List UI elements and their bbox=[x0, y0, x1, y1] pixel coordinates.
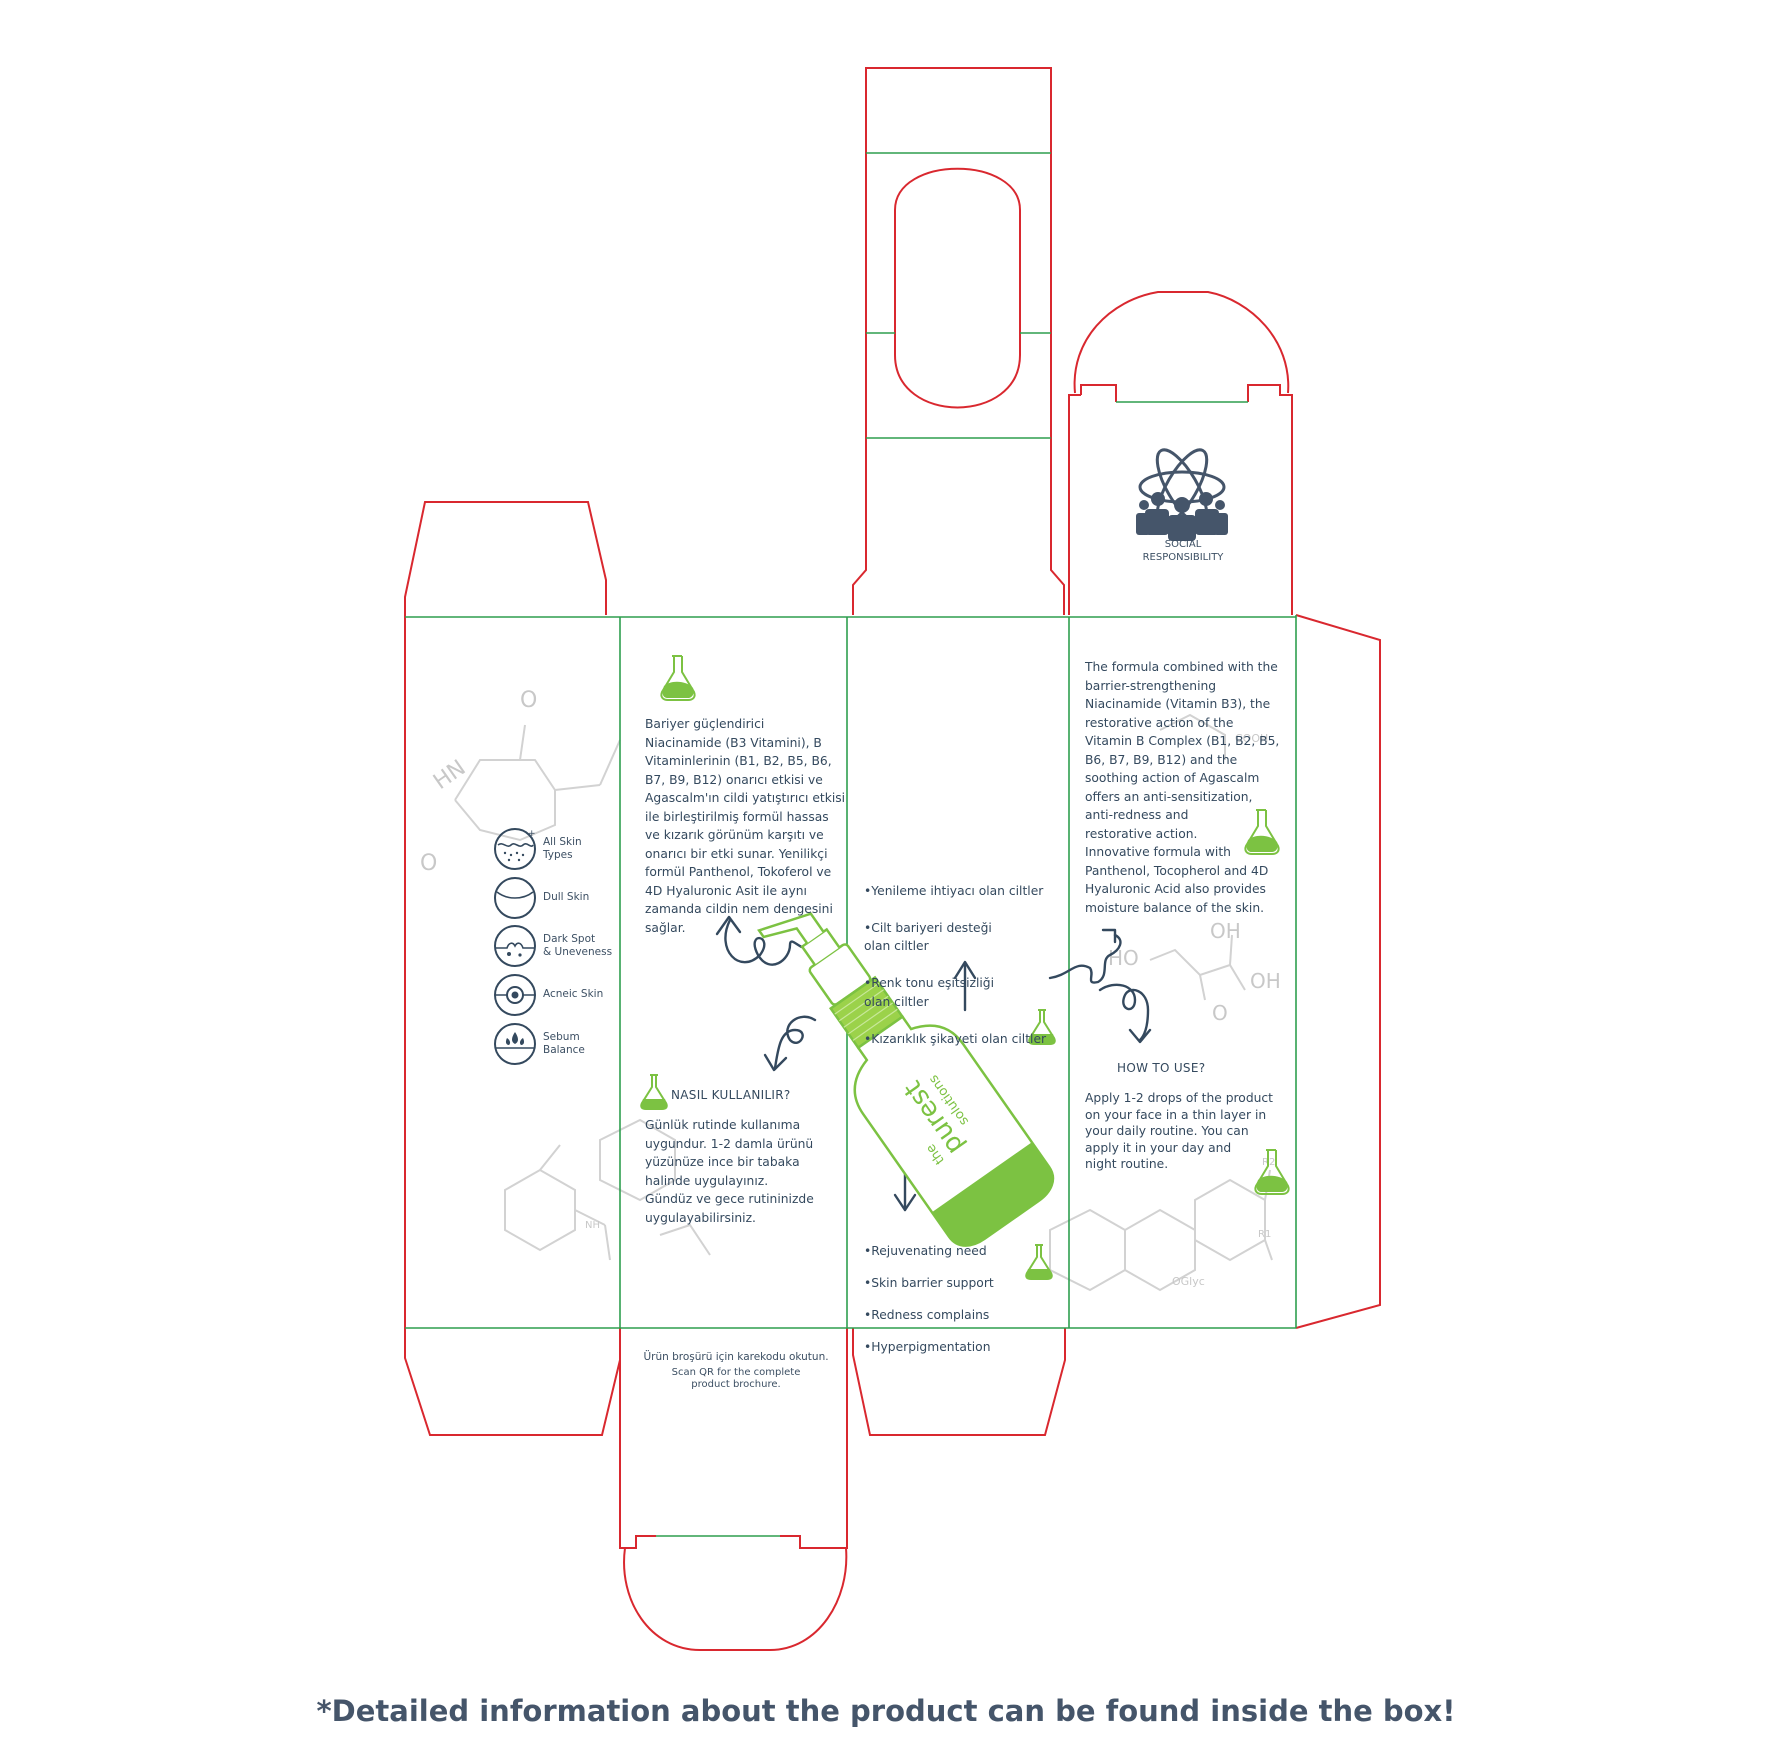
flask-icon bbox=[1254, 1149, 1290, 1195]
svg-text:HO: HO bbox=[1108, 946, 1139, 970]
curly-arrow-3 bbox=[1048, 933, 1122, 984]
serum-bottle-illustration: the purest solutions bbox=[757, 912, 1055, 1247]
doodle-arrows bbox=[715, 915, 1152, 1212]
acne-icon bbox=[494, 974, 536, 1016]
turkish-how-to-text: Günlük rutinde kullanıma uygundur. 1-2 d… bbox=[645, 1118, 814, 1225]
atom-people-icon bbox=[1136, 448, 1228, 541]
dull-skin-icon bbox=[494, 877, 536, 919]
curly-arrow-1 bbox=[724, 918, 810, 966]
social-responsibility-label: SOCIAL RESPONSIBILITY bbox=[1142, 539, 1224, 563]
list-item: •Yenileme ihtiyacı olan ciltler bbox=[864, 883, 1044, 898]
textured-skin-icon: + bbox=[494, 828, 536, 870]
qr-instruction-en: Scan QR for the complete product brochur… bbox=[671, 1367, 801, 1390]
english-how-to-title: HOW TO USE? bbox=[1117, 1061, 1206, 1075]
cut-lines bbox=[404, 67, 1381, 1651]
suitable-skin-list-en: •Rejuvenating need •Skin barrier support… bbox=[864, 1227, 1054, 1371]
skin-type-sebum: Sebum Balance bbox=[493, 1022, 623, 1066]
svg-text:OGlyc: OGlyc bbox=[1172, 1275, 1205, 1288]
svg-text:O: O bbox=[1212, 1001, 1228, 1025]
list-item: •Kızarıklık şikayeti olan ciltler bbox=[864, 1031, 1047, 1046]
list-item: •Hyperpigmentation bbox=[864, 1340, 991, 1354]
curly-arrow-4 bbox=[1098, 983, 1150, 1042]
skin-type-dark-spot: Dark Spot & Uneveness bbox=[493, 924, 623, 968]
svg-text:R1: R1 bbox=[1258, 1229, 1271, 1240]
fold-lines bbox=[405, 152, 1297, 1537]
flask-icon-small bbox=[1028, 1009, 1056, 1045]
qr-instruction-tr: Ürün broşürü için karekodu okutun. bbox=[643, 1351, 829, 1363]
list-item: •Redness complains bbox=[864, 1308, 990, 1322]
english-how-to-text: Apply 1-2 drops of the product on your f… bbox=[1085, 1091, 1274, 1171]
flask-icon-small bbox=[640, 1074, 668, 1110]
svg-text:COOH: COOH bbox=[1235, 732, 1268, 745]
turkish-how-to-title: NASIL KULLANILIR? bbox=[671, 1088, 791, 1102]
svg-text:HN: HN bbox=[429, 756, 470, 795]
list-item: •Skin barrier support bbox=[864, 1276, 994, 1290]
english-description: The formula combined with the barrier-st… bbox=[1085, 660, 1280, 915]
footer-note: *Detailed information about the product … bbox=[316, 1694, 1456, 1728]
flask-icon-small bbox=[1025, 1244, 1053, 1280]
dark-spot-icon bbox=[494, 925, 536, 967]
curly-arrow-2 bbox=[773, 1015, 817, 1070]
svg-text:OH: OH bbox=[1250, 969, 1281, 993]
svg-text:+: + bbox=[528, 829, 536, 839]
sebum-icon bbox=[494, 1023, 536, 1065]
flask-icon bbox=[1244, 809, 1280, 855]
turkish-description: Bariyer güçlendirici Niacinamide (B3 Vit… bbox=[645, 717, 846, 935]
svg-text:OH: OH bbox=[1210, 919, 1241, 943]
flask-icon bbox=[660, 655, 696, 701]
skin-type-acneic: Acneic Skin bbox=[493, 973, 623, 1017]
suitable-skin-list-tr: •Yenileme ihtiyacı olan ciltler •Cilt ba… bbox=[864, 863, 1064, 1067]
list-item: •Renk tonu eşitsizliği olan ciltler bbox=[864, 976, 995, 1009]
skin-type-dull: Dull Skin bbox=[493, 876, 623, 920]
svg-text:NH: NH bbox=[585, 1220, 600, 1231]
svg-text:O: O bbox=[420, 851, 437, 876]
skin-type-all: + All Skin Types bbox=[493, 827, 623, 871]
list-item: •Rejuvenating need bbox=[864, 1244, 987, 1258]
list-item: •Cilt bariyeri desteği olan ciltler bbox=[864, 920, 992, 954]
svg-text:O: O bbox=[520, 688, 537, 713]
